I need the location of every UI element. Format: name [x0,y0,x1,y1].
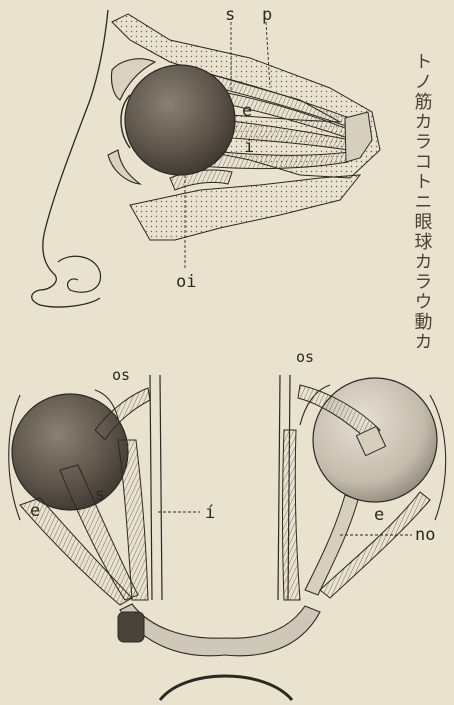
label-e-right: e [374,505,384,525]
lateral-view: s p e i oi [32,5,380,307]
orbit-floor [130,175,360,240]
face-profile [32,10,108,307]
label-e-left: e [30,501,40,521]
label-os-right: os [296,348,314,366]
sphenoid-arch [160,676,292,700]
label-e: e [242,101,252,121]
nostril [58,256,101,292]
handwritten-annotation: トノ筋カラコトニ眼球カラウ動カ [412,52,433,352]
label-i: i [244,137,254,157]
sella-block [118,612,144,642]
eyeball-lateral [125,65,235,175]
lower-eyelid [108,150,140,184]
optic-chiasm [120,604,320,656]
label-s-left: s [95,485,105,505]
label-p: p [262,5,272,25]
label-os-left: os [112,366,130,384]
handwritten-note: トノ筋カラコトニ眼球カラウ動カ [412,52,433,352]
label-no: no [415,525,435,545]
label-s: s [225,5,235,25]
label-i-prime: í [205,503,215,523]
label-oi: oi [176,272,196,292]
right-medial-muscle [283,430,301,600]
superior-view: os os e s í e no [9,348,446,700]
